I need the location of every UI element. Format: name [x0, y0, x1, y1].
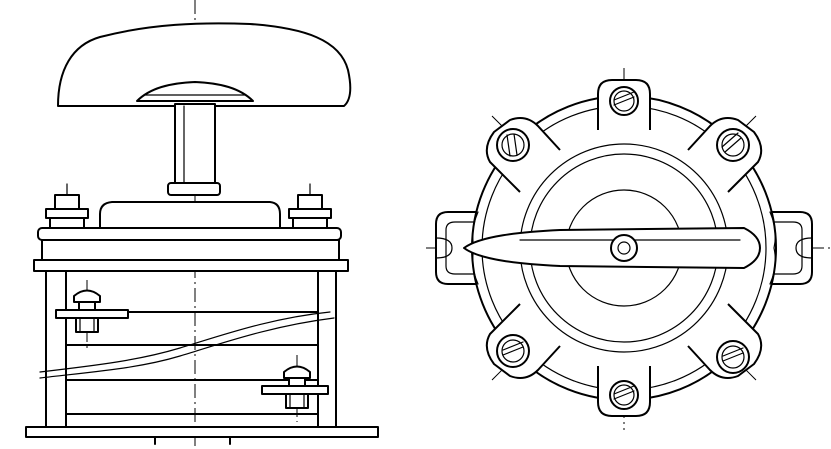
right-terminal [261, 355, 329, 422]
front-elevation-view [25, 0, 379, 449]
switching-decks [39, 311, 335, 415]
handle-hub [610, 234, 638, 262]
base-plate [25, 426, 379, 438]
plan-flange [435, 211, 813, 285]
shaft-collar [167, 182, 221, 196]
knob-dome [136, 81, 254, 102]
terminal-bottom [597, 366, 651, 417]
terminal-upper-right [687, 117, 763, 193]
mounting-flange [33, 259, 349, 272]
terminal-upper-left [485, 117, 561, 193]
top-plate [37, 227, 342, 241]
side-posts [45, 270, 337, 428]
left-terminal [55, 280, 129, 350]
right-bolt [288, 183, 332, 229]
terminal-top [597, 79, 651, 130]
shaft [174, 103, 216, 187]
upper-body [41, 239, 340, 261]
knob-cap [57, 22, 352, 107]
cover-boss [99, 201, 281, 233]
terminal-lower-left [485, 303, 561, 379]
terminal-lower-right [687, 303, 763, 379]
top-plan-view [426, 68, 831, 430]
left-bolt [45, 183, 89, 229]
